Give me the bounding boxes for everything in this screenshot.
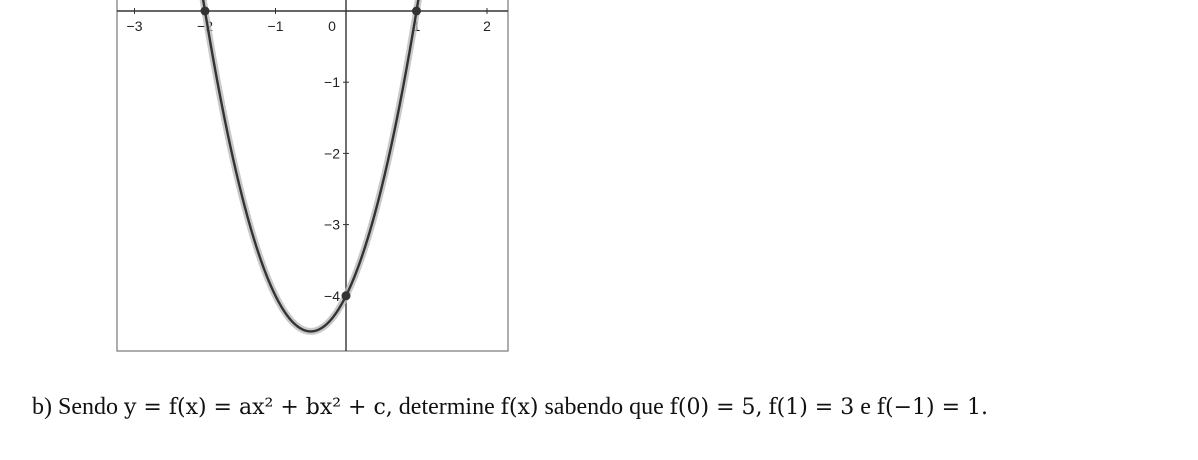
problem-label: b)	[32, 394, 52, 420]
graph-frame	[116, 0, 509, 352]
graph-point	[200, 6, 210, 16]
x-tick-label: −1	[268, 18, 284, 34]
x-tick-label: 0	[328, 18, 336, 34]
parabola-curve	[201, 0, 420, 333]
graph-point	[412, 6, 421, 16]
x-tick-label: −3	[127, 18, 143, 34]
problem-and: e	[860, 394, 871, 420]
problem-middle: determine	[398, 394, 495, 420]
y-ticks: −1 −2 −3 −4	[324, 74, 349, 304]
problem-intro: Sendo	[58, 394, 118, 420]
x-tick-label: 2	[483, 18, 491, 34]
problem-fx: f(x)	[500, 395, 539, 420]
problem-condition-3: f(−1) = 1.	[876, 395, 989, 420]
problem-statement: b) Sendo y = f(x) = ax² + bx² + c, deter…	[32, 394, 988, 421]
problem-equation: y = f(x) = ax² + bx² + c,	[124, 395, 393, 420]
problem-condition-2: f(1) = 3	[768, 395, 855, 420]
graph-point	[341, 291, 351, 301]
y-tick-label: −2	[324, 145, 340, 161]
problem-condition-1: f(0) = 5,	[669, 395, 763, 420]
y-tick-label: −4	[324, 288, 340, 304]
y-tick-label: −1	[324, 74, 340, 90]
problem-knowing: sabendo que	[544, 394, 664, 420]
marked-points	[200, 6, 421, 301]
y-tick-label: −3	[324, 217, 340, 233]
